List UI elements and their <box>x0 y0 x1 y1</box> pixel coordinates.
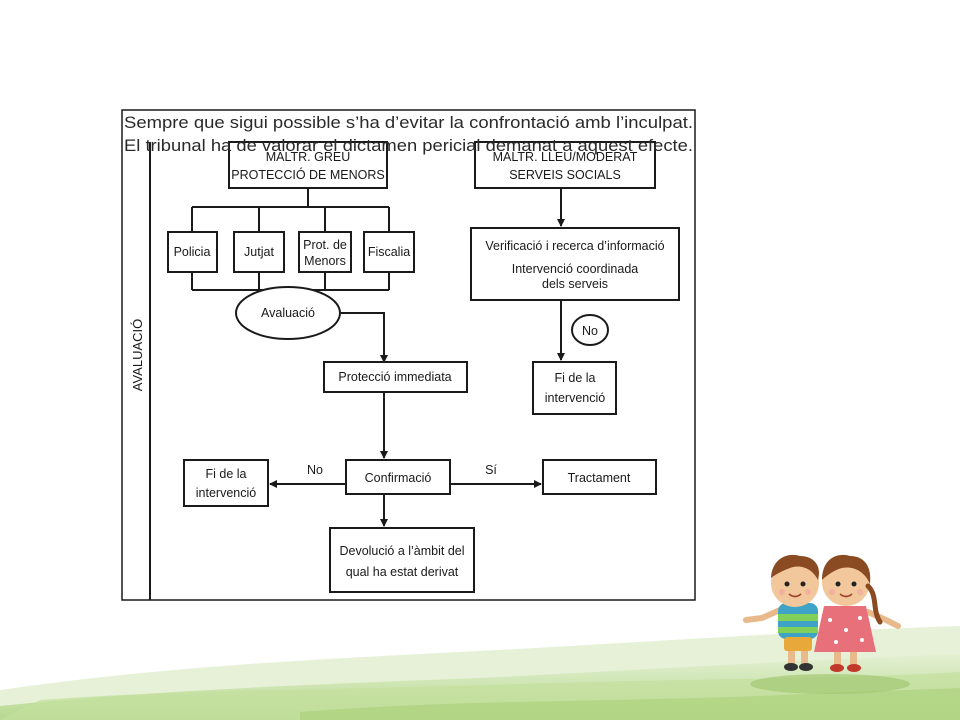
svg-text:Fiscalia: Fiscalia <box>368 245 410 259</box>
grass-decoration <box>0 626 960 720</box>
node-no-right: No <box>571 314 609 346</box>
svg-text:Fi de la: Fi de la <box>555 371 596 385</box>
node-prot-menors: Prot. de Menors <box>298 231 352 273</box>
girl-figure <box>814 554 901 672</box>
node-devolucio: Devolució a l’àmbit del qual ha estat de… <box>329 527 475 593</box>
svg-text:Protecció immediata: Protecció immediata <box>338 370 451 384</box>
header-line-2: El tribunal ha de valorar el dictamen pe… <box>124 137 693 155</box>
node-policia: Policia <box>167 231 218 273</box>
side-label: AVALUACIÓ <box>130 319 145 391</box>
svg-text:Devolució a l’àmbit del: Devolució a l’àmbit del <box>339 544 464 558</box>
node-maltr-lleu: MALTR. LLEU/MODERAT SERVEIS SOCIALS <box>474 141 656 189</box>
svg-text:No: No <box>582 324 598 338</box>
node-fiscalia: Fiscalia <box>363 231 415 273</box>
svg-text:MALTR. GREU: MALTR. GREU <box>266 150 351 164</box>
svg-text:SERVEIS SOCIALS: SERVEIS SOCIALS <box>509 168 621 182</box>
node-proteccio-immediata: Protecció immediata <box>323 361 468 393</box>
svg-text:Menors: Menors <box>304 254 346 268</box>
svg-text:Prot. de: Prot. de <box>303 238 347 252</box>
svg-text:dels serveis: dels serveis <box>542 277 608 291</box>
svg-text:Fi de la: Fi de la <box>206 467 247 481</box>
label-no-left: No <box>307 463 323 477</box>
node-maltr-greu: MALTR. GREU PROTECCIÓ DE MENORS <box>228 141 388 189</box>
svg-text:intervenció: intervenció <box>196 486 256 500</box>
svg-text:Intervenció coordinada: Intervenció coordinada <box>512 262 639 276</box>
diagram-panel <box>121 109 696 601</box>
svg-text:Jutjat: Jutjat <box>244 245 274 259</box>
label-si: Sí <box>485 463 497 477</box>
node-confirmacio: Confirmació <box>345 459 451 495</box>
boy-figure <box>743 554 820 671</box>
svg-text:Confirmació: Confirmació <box>365 471 432 485</box>
kids-illustration <box>743 554 910 694</box>
node-tractament: Tractament <box>542 459 657 495</box>
svg-text:PROTECCIÓ DE MENORS: PROTECCIÓ DE MENORS <box>231 167 385 182</box>
node-fi-intervencio-left: Fi de la intervenció <box>183 459 269 507</box>
svg-text:intervenció: intervenció <box>545 391 605 405</box>
connectors <box>191 188 565 527</box>
node-avaluacio: Avaluació <box>235 286 341 340</box>
node-jutjat: Jutjat <box>233 231 285 273</box>
svg-text:Avaluació: Avaluació <box>261 306 315 320</box>
svg-text:Policia: Policia <box>174 245 211 259</box>
svg-text:Verificació i recerca d’inform: Verificació i recerca d’informació <box>485 239 664 253</box>
svg-text:qual ha estat derivat: qual ha estat derivat <box>346 565 459 579</box>
svg-text:Tractament: Tractament <box>568 471 631 485</box>
header-line-1: Sempre que sigui possible s’ha d’evitar … <box>124 114 693 132</box>
node-verificacio: Verificació i recerca d’informació Inter… <box>470 227 680 301</box>
node-fi-intervencio-right: Fi de la intervenció <box>532 361 617 415</box>
svg-text:MALTR. LLEU/MODERAT: MALTR. LLEU/MODERAT <box>493 150 638 164</box>
